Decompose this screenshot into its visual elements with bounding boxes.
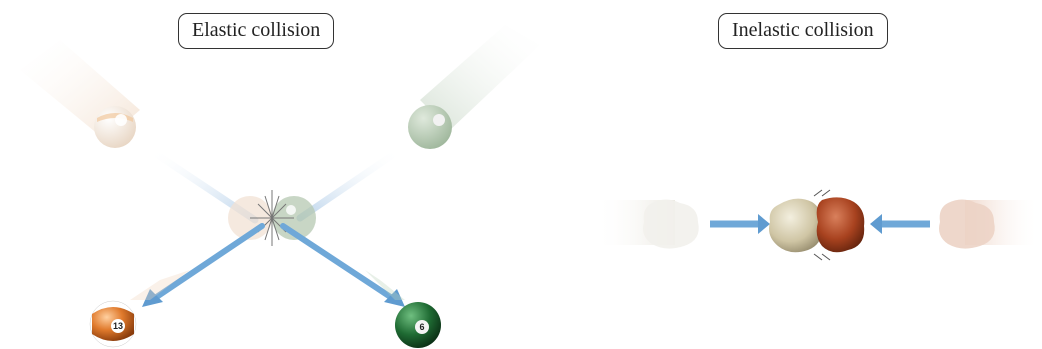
incoming-solid-ball bbox=[408, 105, 452, 149]
arrow-right-pointing bbox=[710, 214, 770, 234]
pool-ball-13: 13 bbox=[90, 301, 136, 347]
pool-ball-6: 6 bbox=[395, 302, 441, 348]
elastic-collision-label: Elastic collision bbox=[178, 13, 334, 49]
elastic-collision-panel: 13 6 Elastic collision bbox=[0, 0, 560, 349]
inelastic-collision-label: Inelastic collision bbox=[718, 13, 888, 49]
light-clay-lump bbox=[769, 199, 822, 253]
outgoing-arrow-left bbox=[142, 226, 262, 307]
red-clay-lump bbox=[817, 197, 865, 252]
incoming-arrow-right bbox=[300, 150, 400, 218]
incoming-red-clay bbox=[939, 200, 995, 249]
ball-number-13: 13 bbox=[113, 321, 123, 331]
arrow-left-pointing bbox=[870, 214, 930, 234]
inelastic-collision-panel: Inelastic collision bbox=[560, 0, 1042, 349]
incoming-striped-ball bbox=[94, 106, 136, 148]
ball-number-6: 6 bbox=[419, 322, 424, 332]
elastic-collision-diagram: 13 6 bbox=[0, 0, 560, 349]
outgoing-arrow-right bbox=[283, 226, 405, 307]
inelastic-collision-diagram bbox=[560, 0, 1042, 349]
incoming-light-clay bbox=[643, 200, 699, 249]
